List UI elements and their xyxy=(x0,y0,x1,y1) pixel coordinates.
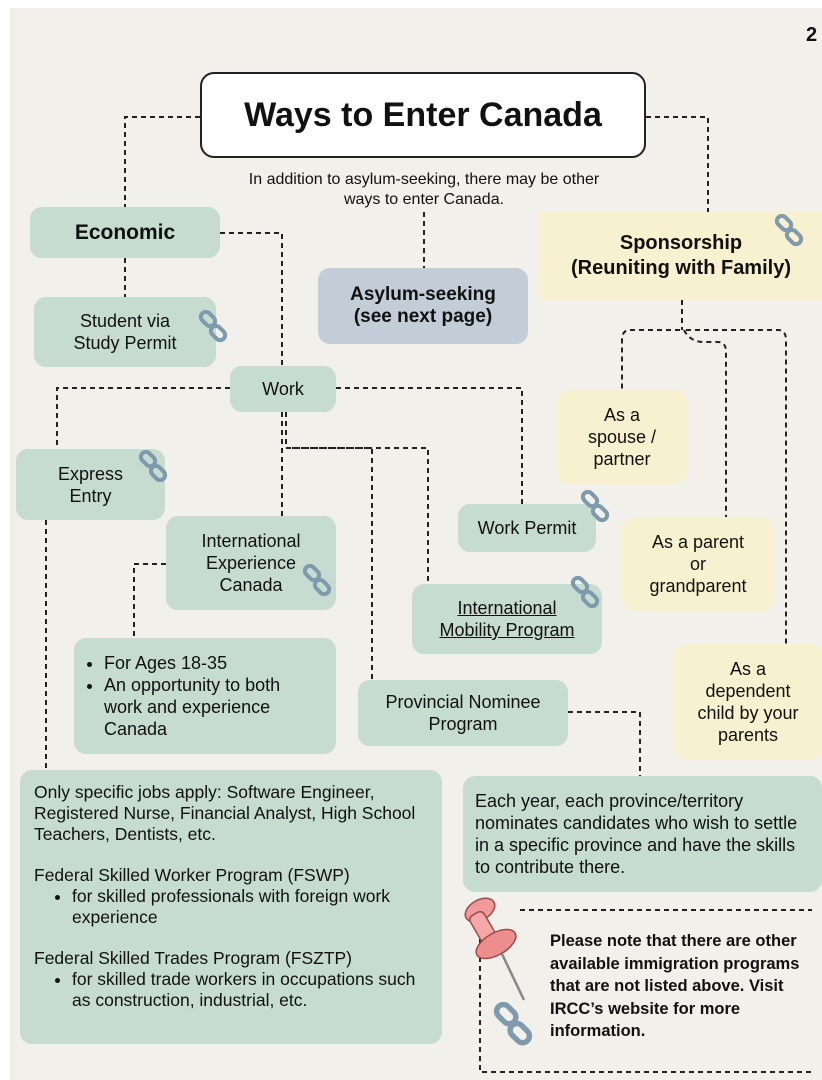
connector-title-sponsorship xyxy=(646,116,709,212)
connector-pnp-desc xyxy=(568,711,641,776)
iec-bullets-box: For Ages 18-35 An opportunity to both wo… xyxy=(74,638,336,754)
child-line-3: child by your xyxy=(697,703,799,723)
spouse-line-1: As a xyxy=(603,405,641,425)
fswp-bullet: for skilled professionals with foreign w… xyxy=(72,886,428,928)
spouse-line-3: partner xyxy=(593,449,651,469)
intro-line-2: ways to enter Canada. xyxy=(343,191,505,208)
fswp-title: Federal Skilled Worker Program (FSWP) xyxy=(34,865,350,885)
iec-bullet-item: For Ages 18-35 xyxy=(104,652,322,674)
connector-work-workpermit xyxy=(336,387,523,504)
link-icon[interactable] xyxy=(772,214,806,248)
spouse-line-2: spouse / xyxy=(587,427,657,447)
connector-title-economic xyxy=(124,116,200,207)
pnp-box: Provincial Nominee Program xyxy=(358,680,568,746)
connector-iec-bullets xyxy=(133,563,166,638)
link-icon[interactable] xyxy=(196,310,230,344)
note-border-left xyxy=(479,912,812,1073)
link-icon[interactable] xyxy=(568,576,602,610)
sponsorship-line-2: (Reuniting with Family) xyxy=(571,257,791,279)
fstp-bullet: for skilled trade workers in occupations… xyxy=(72,969,428,1011)
connector-sponsorship-child xyxy=(686,329,787,644)
express-line-1: Express xyxy=(57,463,124,484)
link-icon[interactable] xyxy=(300,564,334,598)
student-line-2: Study Permit xyxy=(73,333,177,353)
imp-box[interactable]: International Mobility Program xyxy=(412,584,602,654)
economic-box: Economic xyxy=(30,207,220,258)
parent-line-1: As a parent xyxy=(651,532,745,552)
page-title: Ways to Enter Canada xyxy=(200,72,646,158)
note-text: Please note that there are other availab… xyxy=(550,932,800,1040)
pushpin-icon xyxy=(464,897,526,1001)
iec-line-1: International xyxy=(201,531,301,551)
fstp-list: for skilled trade workers in occupations… xyxy=(34,969,428,1011)
child-line-2: dependent xyxy=(705,681,791,701)
fstp-title: Federal Skilled Trades Program (FSZTP) xyxy=(34,948,353,968)
work-label: Work xyxy=(262,379,304,399)
connector-economic-work xyxy=(220,232,283,366)
child-line-1: As a xyxy=(729,659,767,679)
child-box: As a dependent child by your parents xyxy=(674,644,822,760)
link-icon[interactable] xyxy=(490,1002,536,1048)
iec-bullet-item: An opportunity to both work and experien… xyxy=(104,674,322,740)
asylum-line-1: Asylum-seeking xyxy=(350,284,496,305)
pnp-description-box: Each year, each province/territory nomin… xyxy=(463,776,822,892)
express-details-box: Only specific jobs apply: Software Engin… xyxy=(20,770,442,1044)
pnp-line-1: Provincial Nominee xyxy=(385,692,541,712)
connector-work-imp xyxy=(285,412,429,584)
iec-bullet-list: For Ages 18-35 An opportunity to both wo… xyxy=(82,652,322,740)
parent-box: As a parent or grandparent xyxy=(622,517,774,611)
connector-sponsorship-spouse xyxy=(621,329,680,390)
page-number: 2 xyxy=(806,24,818,46)
sponsorship-line-1: Sponsorship xyxy=(619,232,743,254)
fswp-list: for skilled professionals with foreign w… xyxy=(34,886,428,928)
asylum-line-2: (see next page) xyxy=(353,306,493,327)
child-line-4: parents xyxy=(717,725,779,745)
spouse-box: As a spouse / partner xyxy=(557,390,687,484)
intro-line-1: In addition to asylum-seeking, there may… xyxy=(248,171,600,188)
express-line-2: Entry xyxy=(69,485,112,506)
iec-line-3: Canada xyxy=(219,575,283,595)
work-permit-label: Work Permit xyxy=(477,518,577,538)
connector-sponsorship-parent xyxy=(683,329,727,517)
pnp-line-2: Program xyxy=(428,714,498,734)
intro-text: In addition to asylum-seeking, there may… xyxy=(186,170,662,210)
student-box: Student via Study Permit xyxy=(34,297,216,367)
parent-line-2: or xyxy=(689,554,706,574)
iec-box: International Experience Canada xyxy=(166,516,336,610)
work-box: Work xyxy=(230,366,336,412)
link-icon[interactable] xyxy=(136,450,170,484)
connector-work-express xyxy=(56,387,230,449)
student-line-1: Student via xyxy=(79,311,171,331)
iec-line-2: Experience xyxy=(205,553,297,573)
connector-work-pnp xyxy=(292,447,373,680)
sponsorship-box: Sponsorship (Reuniting with Family) xyxy=(540,212,822,300)
link-icon[interactable] xyxy=(578,490,612,524)
imp-line-1[interactable]: International xyxy=(457,598,557,618)
asylum-box: Asylum-seeking (see next page) xyxy=(318,268,528,344)
economic-label: Economic xyxy=(74,220,176,244)
express-jobs-text: Only specific jobs apply: Software Engin… xyxy=(34,782,416,844)
pnp-description: Each year, each province/territory nomin… xyxy=(475,791,798,877)
parent-line-3: grandparent xyxy=(649,576,747,596)
work-permit-box: Work Permit xyxy=(458,504,596,552)
imp-line-2[interactable]: Mobility Program xyxy=(439,620,575,640)
